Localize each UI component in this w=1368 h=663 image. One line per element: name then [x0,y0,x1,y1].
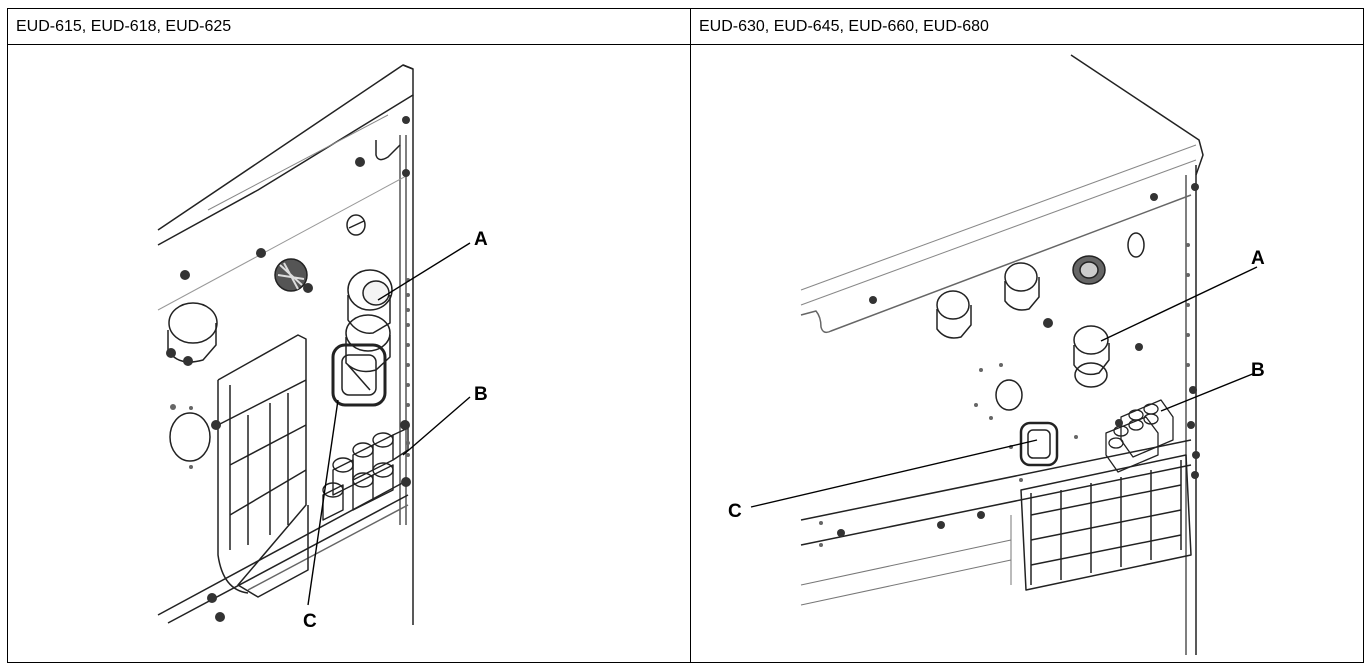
right-model-header: EUD-630, EUD-645, EUD-660, EUD-680 [690,8,1364,45]
left-callout-b: B [474,384,488,405]
left-figure-cell: A B C [7,44,691,663]
figure-table: EUD-615, EUD-618, EUD-625 EUD-630, EUD-6… [7,8,1364,663]
left-callout-a: A [474,229,488,250]
left-callout-c: C [303,611,317,632]
left-model-header: EUD-615, EUD-618, EUD-625 [7,8,691,45]
right-figure-cell: A B C [690,44,1364,663]
left-unit-drawing: A B C [157,64,488,632]
right-unit-drawing: A B C [728,54,1265,655]
right-callout-a: A [1251,248,1265,269]
right-callout-b: B [1251,360,1265,381]
right-callout-c: C [728,501,742,522]
header-row: EUD-615, EUD-618, EUD-625 EUD-630, EUD-6… [7,8,1364,45]
